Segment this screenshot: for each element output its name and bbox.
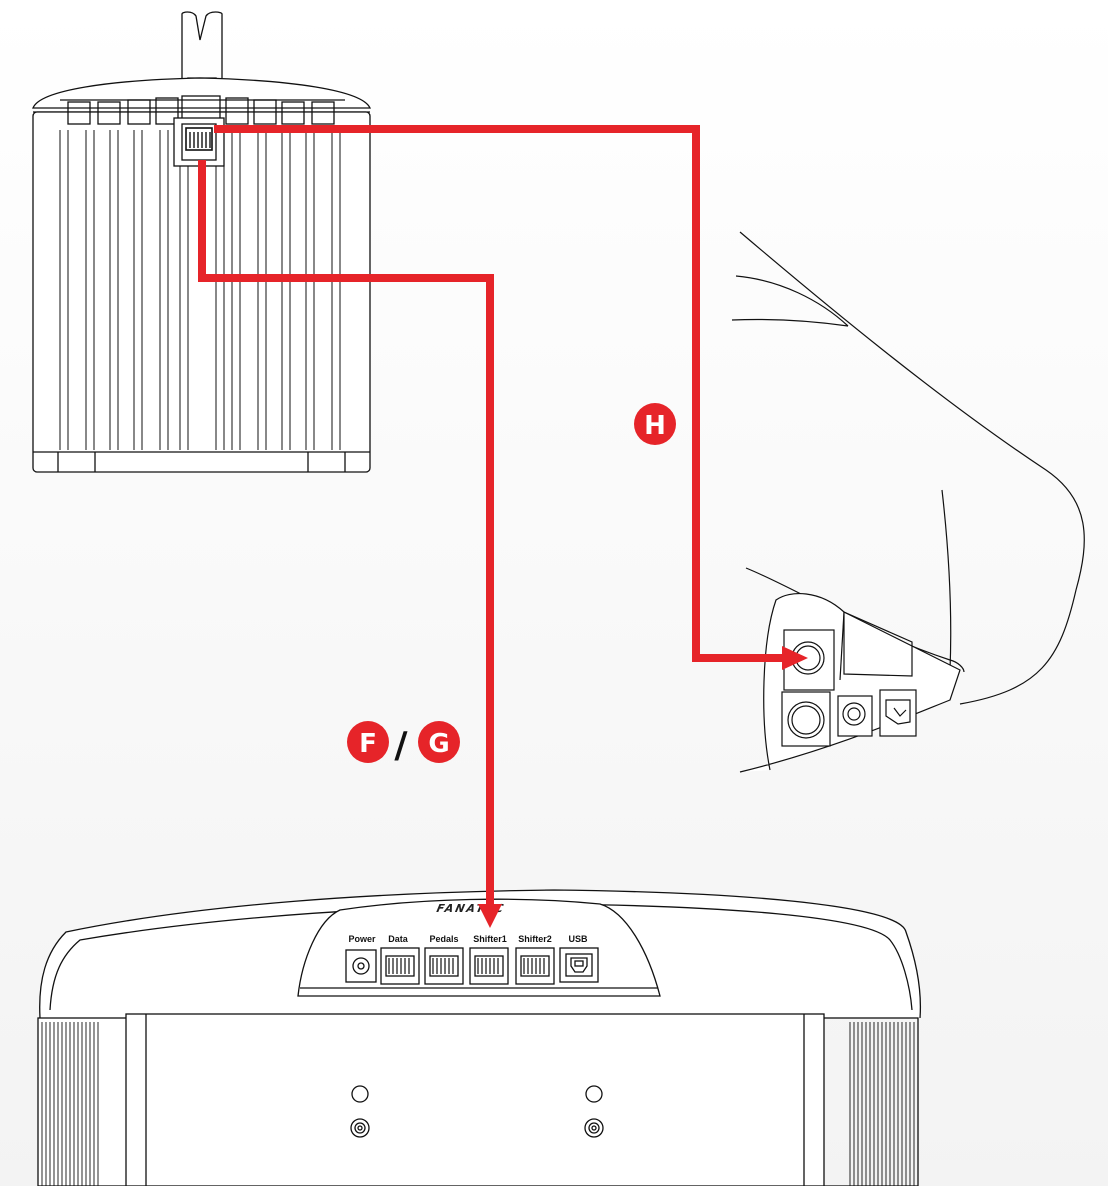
usb-port [559, 947, 599, 983]
svg-text:G: G [428, 729, 449, 759]
badge-f: F [347, 721, 389, 763]
badge-h: H [634, 403, 676, 445]
port-label-shifter1: Shifter1 [473, 934, 507, 944]
cable-h [214, 125, 782, 662]
pedals-port [424, 947, 464, 985]
base-screws [350, 1085, 604, 1138]
arrowhead-fg [478, 904, 502, 928]
badge-separator: / [394, 725, 408, 766]
pedal-device [731, 231, 1085, 773]
cable-paths [198, 125, 808, 928]
port-label-shifter2: Shifter2 [518, 934, 552, 944]
svg-text:H: H [644, 411, 666, 441]
shifter1-port [469, 947, 509, 985]
data-port [380, 947, 420, 985]
badge-g: G [418, 721, 460, 763]
shifter-rj-port [185, 127, 213, 151]
port-label-power: Power [348, 934, 376, 944]
shifter-device [32, 11, 372, 473]
svg-text:F: F [359, 729, 377, 759]
port-label-data: Data [388, 934, 409, 944]
cable-fg [198, 160, 494, 904]
port-label-pedals: Pedals [429, 934, 458, 944]
power-port [345, 949, 377, 983]
port-labels: Power Data Pedals Shifter1 Shifter2 USB [348, 934, 588, 944]
port-label-usb: USB [568, 934, 588, 944]
shifter2-port [515, 947, 555, 985]
arrowhead-h [782, 646, 808, 670]
